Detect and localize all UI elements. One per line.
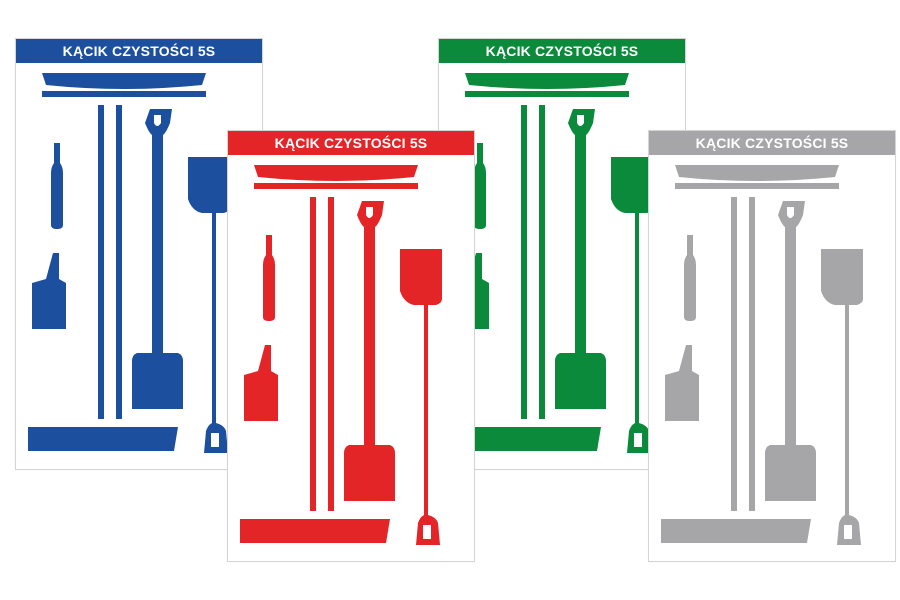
floor-broom-icon: [661, 519, 811, 543]
dustpan-icon: [665, 345, 699, 421]
hanging-broom-icon: [675, 165, 839, 189]
long-handle-icon: [731, 197, 755, 511]
tool-silhouettes: [661, 165, 863, 545]
dustpan-icon: [32, 253, 66, 329]
floor-broom-icon: [451, 427, 601, 451]
long-handle-icon: [521, 105, 545, 419]
scoop-icon: [821, 249, 863, 545]
shadow-board-green: KĄCIK CZYSTOŚCI 5S: [438, 38, 686, 470]
long-handle-icon: [310, 197, 334, 511]
hanging-broom-icon: [42, 73, 206, 97]
hand-brush-icon: [684, 235, 696, 321]
hanging-broom-icon: [465, 73, 629, 97]
dustpan-icon: [244, 345, 278, 421]
tool-silhouettes: [28, 73, 230, 453]
floor-broom-icon: [240, 519, 390, 543]
scoop-icon: [400, 249, 442, 545]
long-handle-icon: [98, 105, 122, 419]
board-title: KĄCIK CZYSTOŚCI 5S: [649, 131, 895, 155]
shovel-icon: [344, 201, 395, 501]
board-title: KĄCIK CZYSTOŚCI 5S: [228, 131, 474, 155]
board-title: KĄCIK CZYSTOŚCI 5S: [16, 39, 262, 63]
shovel-icon: [555, 109, 606, 409]
shadow-board-gray: KĄCIK CZYSTOŚCI 5S: [648, 130, 896, 562]
hanging-broom-icon: [254, 165, 418, 189]
shadow-board-blue: KĄCIK CZYSTOŚCI 5S: [15, 38, 263, 470]
shovel-icon: [765, 201, 816, 501]
hand-brush-icon: [474, 143, 486, 229]
scoop-icon: [611, 157, 653, 453]
tool-silhouettes: [451, 73, 653, 453]
shadow-board-red: KĄCIK CZYSTOŚCI 5S: [227, 130, 475, 562]
shovel-icon: [132, 109, 183, 409]
floor-broom-icon: [28, 427, 178, 451]
board-title: KĄCIK CZYSTOŚCI 5S: [439, 39, 685, 63]
scoop-icon: [188, 157, 230, 453]
tool-silhouettes: [240, 165, 442, 545]
hand-brush-icon: [51, 143, 63, 229]
hand-brush-icon: [263, 235, 275, 321]
